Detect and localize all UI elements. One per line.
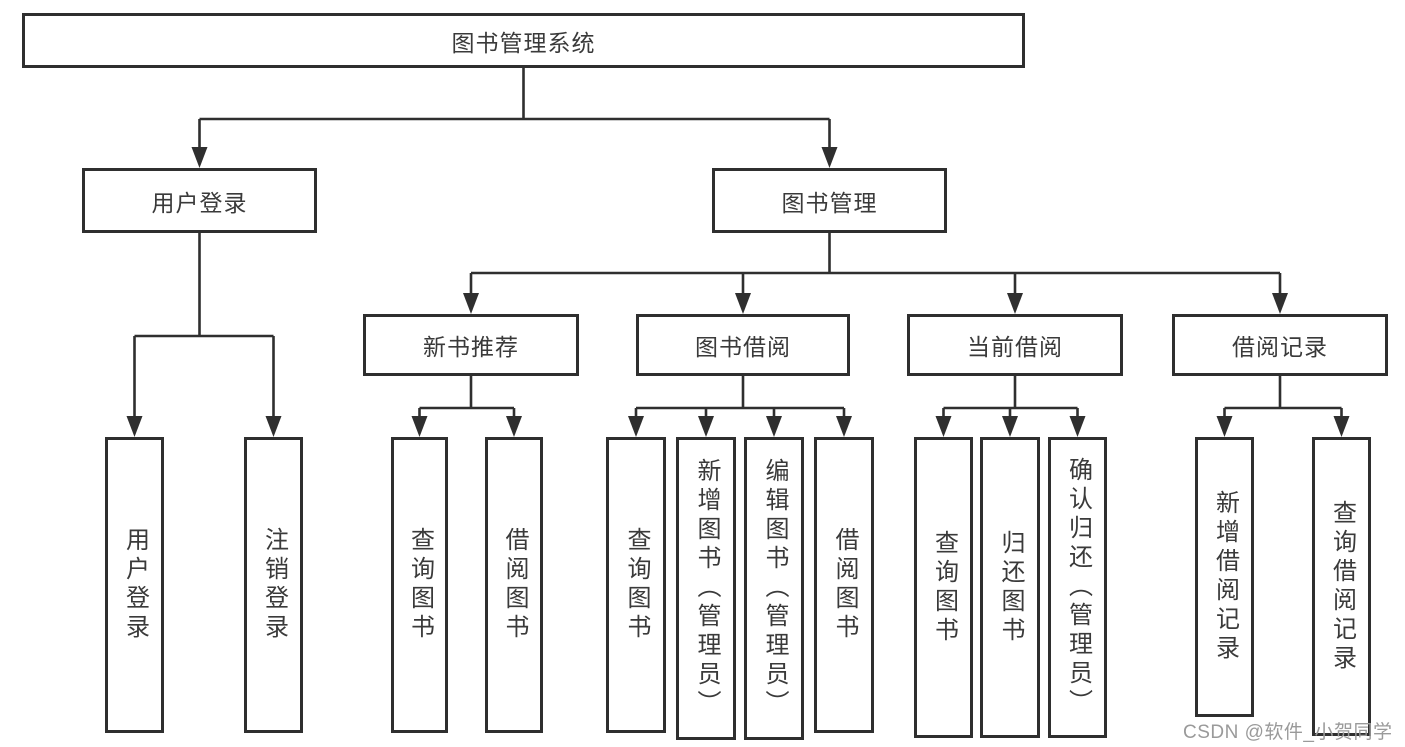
leaf-add-book-admin: 新增图书（管理员） <box>676 437 736 740</box>
arrowheads <box>126 147 1350 437</box>
leaf-query-book-3: 查询图书 <box>914 437 973 738</box>
leaf-query-book-1: 查询图书 <box>391 437 448 733</box>
node-new-book-recommend: 新书推荐 <box>363 314 579 376</box>
leaf-label: 确认归还（管理员） <box>1064 457 1092 718</box>
leaf-borrow-book-2: 借阅图书 <box>814 437 874 733</box>
leaf-label: 注销登录 <box>260 527 288 643</box>
leaf-user-login: 用户登录 <box>105 437 164 733</box>
node-current-borrow: 当前借阅 <box>907 314 1123 376</box>
leaf-label: 新增图书（管理员） <box>693 458 720 719</box>
leaf-label: 归还图书 <box>997 529 1024 646</box>
leaf-confirm-return-admin: 确认归还（管理员） <box>1048 437 1107 738</box>
leaf-logout: 注销登录 <box>244 437 303 733</box>
leaf-label: 查询借阅记录 <box>1328 499 1356 674</box>
node-book-borrow: 图书借阅 <box>636 314 850 376</box>
leaf-label: 用户登录 <box>121 527 149 643</box>
leaf-label: 查询图书 <box>930 529 958 646</box>
leaf-label: 查询图书 <box>406 527 434 643</box>
leaf-add-borrow-record: 新增借阅记录 <box>1195 437 1254 717</box>
leaf-label: 查询图书 <box>623 527 650 643</box>
leaf-query-borrow-record: 查询借阅记录 <box>1312 437 1371 736</box>
leaf-label: 借阅图书 <box>831 527 858 643</box>
node-library-system: 图书管理系统 <box>22 13 1025 68</box>
leaf-return-book: 归还图书 <box>980 437 1040 738</box>
leaf-query-book-2: 查询图书 <box>606 437 666 733</box>
leaf-label: 借阅图书 <box>501 527 528 643</box>
leaf-borrow-book-1: 借阅图书 <box>485 437 543 733</box>
leaf-edit-book-admin: 编辑图书（管理员） <box>744 437 804 740</box>
node-book-management: 图书管理 <box>712 168 947 233</box>
node-borrow-record: 借阅记录 <box>1172 314 1388 376</box>
leaf-label: 新增借阅记录 <box>1211 490 1239 664</box>
leaf-label: 编辑图书（管理员） <box>761 458 788 719</box>
node-user-login: 用户登录 <box>82 168 317 233</box>
csdn-watermark: CSDN @软件_小贺同学 <box>1183 722 1393 743</box>
